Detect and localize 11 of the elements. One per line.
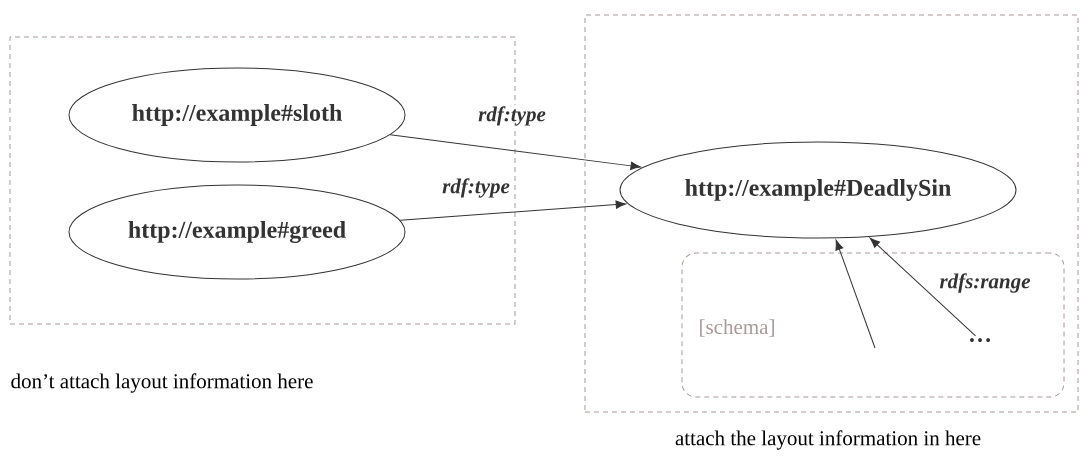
edge-label: rdf:type [478, 106, 546, 126]
edge-label: rdfs:range [939, 273, 1031, 293]
region-caption: don’t attach layout information here [11, 373, 313, 393]
arrow [869, 237, 977, 337]
region-caption: attach the layout information in here [675, 430, 981, 450]
edge-label: rdf:type [442, 178, 510, 198]
dashed-region [584, 14, 1079, 413]
arrow [835, 239, 876, 349]
arrow [389, 134, 641, 170]
ellipsis-text: … [970, 338, 991, 342]
arrow [399, 200, 627, 221]
